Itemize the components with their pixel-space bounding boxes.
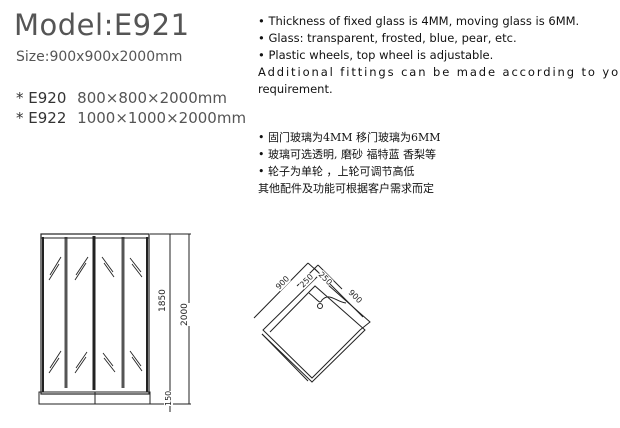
variant-bullet: *: [16, 89, 24, 107]
note-en: requirement.: [258, 82, 333, 96]
note-en: • Thickness of fixed glass is 4MM, movin…: [258, 14, 580, 28]
note-zh: 其他配件及功能可根据客户需求而定: [258, 182, 434, 195]
dim-base-height: 150: [164, 390, 173, 406]
note-en: • Glass: transparent, frosted, blue, pea…: [258, 31, 517, 45]
variant-dims: 1000×1000×2000mm: [77, 109, 247, 127]
note-zh: • 固门玻璃为4MM 移门玻璃为6MM: [258, 131, 441, 144]
variant-code: E922: [28, 109, 67, 127]
note-zh: • 轮子为单轮 ，上轮可调节高低: [258, 165, 415, 178]
variant-code: E920: [28, 89, 67, 107]
note-zh: • 玻璃可选透明, 磨砂 福特蓝 香梨等: [258, 148, 436, 161]
dim-total-height: 2000: [180, 303, 190, 326]
note-en: Additional fittings can be made accordin…: [258, 65, 620, 79]
model-size: Size:900x900x2000mm: [16, 49, 183, 65]
note-en: • Plastic wheels, top wheel is adjustabl…: [258, 48, 494, 62]
variant-bullet: *: [16, 109, 24, 127]
model-title: Model:E921: [14, 8, 190, 42]
variant-item: * E922 1000×1000×2000mm: [16, 109, 246, 127]
variant-dims: 800×800×2000mm: [77, 89, 227, 107]
dim-glass-height: 1850: [158, 289, 168, 312]
variant-item: * E920 800×800×2000mm: [16, 89, 227, 107]
